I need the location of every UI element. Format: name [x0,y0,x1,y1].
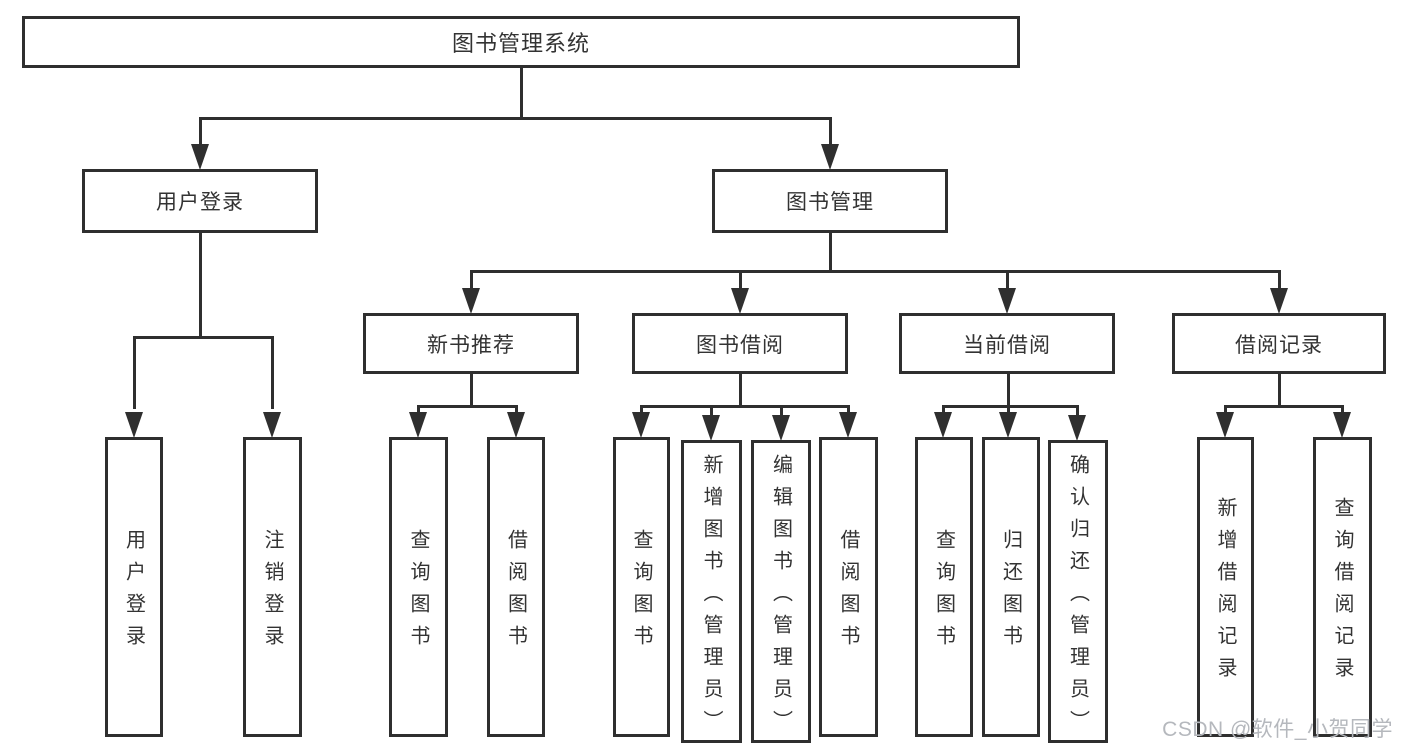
node-label: 查询图书 [407,529,429,657]
connector-line [416,404,518,408]
node-book-borrowing: 图书借阅 [632,313,848,374]
leaf-records-add-borrow-record: 新增借阅记录 [1197,437,1254,737]
connector-line [738,271,742,289]
node-label: 查询图书 [630,529,652,657]
arrow-down-icon [1068,415,1086,441]
arrow-down-icon [702,415,720,441]
connector-line [1005,271,1009,289]
connector-line [941,404,1079,408]
connector-line [779,406,783,415]
node-label: 借阅记录 [1235,333,1323,357]
connector-line [1340,406,1344,413]
leaf-borrowing-edit-books-admin: 编辑图书（管理员） [751,440,811,743]
arrow-down-icon [934,412,952,438]
connector-line [270,337,274,409]
connector-line [198,116,832,120]
node-label: 新增图书（管理员） [700,453,722,742]
connector-line [198,233,202,338]
node-label: 借阅图书 [504,529,527,657]
connector-line [469,374,473,407]
arrow-down-icon [999,412,1017,438]
connector-line [738,374,742,407]
watermark-text: CSDN @软件_小贺同学 [1162,718,1393,741]
leaf-logout: 注销登录 [243,437,302,737]
leaf-current-confirm-return-admin: 确认归还（管理员） [1048,440,1108,743]
node-label: 归还图书 [999,529,1022,657]
node-label: 新书推荐 [427,333,515,357]
connector-line [416,406,420,413]
connector-line [132,335,274,339]
connector-line [1006,374,1010,407]
node-label: 查询借阅记录 [1331,497,1353,689]
arrow-down-icon [125,412,143,438]
connector-line [1075,406,1079,415]
leaf-current-return-books: 归还图书 [982,437,1040,737]
connector-line [828,233,832,272]
arrow-down-icon [1333,412,1351,438]
node-label: 用户登录 [122,529,145,657]
connector-line [941,406,945,413]
connector-line [519,68,523,119]
arrow-down-icon [462,288,480,314]
connector-line [514,406,518,413]
node-label: 确认归还（管理员） [1066,453,1089,742]
arrow-down-icon [632,412,650,438]
connector-line [1277,374,1281,407]
leaf-borrowing-add-books-admin: 新增图书（管理员） [681,440,742,743]
connector-line [469,269,1281,273]
arrow-down-icon [263,412,281,438]
arrow-down-icon [507,412,525,438]
arrow-down-icon [839,412,857,438]
leaf-newbook-query-books: 查询图书 [389,437,448,737]
connector-line [1277,271,1281,289]
connector-line [639,406,643,413]
node-label: 编辑图书（管理员） [769,453,792,742]
connector-line [1223,404,1344,408]
node-current-borrowing: 当前借阅 [899,313,1115,374]
node-label: 图书管理系统 [451,31,590,56]
connector-line [132,337,136,409]
arrow-down-icon [191,144,209,170]
node-label: 图书借阅 [696,333,784,357]
connector-line [1006,406,1010,413]
connector-line [198,118,202,145]
leaf-borrowing-query-books: 查询图书 [613,437,670,737]
arrow-down-icon [1216,412,1234,438]
node-label: 借阅图书 [837,529,859,657]
leaf-borrowing-borrow-books: 借阅图书 [819,437,878,737]
arrow-down-icon [821,144,839,170]
node-label: 查询图书 [932,529,955,657]
node-user-login: 用户登录 [82,169,318,233]
arrow-down-icon [731,288,749,314]
arrow-down-icon [998,288,1016,314]
connector-line [639,404,850,408]
leaf-records-query-borrow-record: 查询借阅记录 [1313,437,1372,737]
connector-line [469,271,473,289]
leaf-user-login: 用户登录 [105,437,163,737]
node-borrowing-records: 借阅记录 [1172,313,1386,374]
node-label: 用户登录 [156,191,244,214]
connector-line [828,118,832,145]
connector-line [846,406,850,413]
arrow-down-icon [409,412,427,438]
arrow-down-icon [1270,288,1288,314]
node-label: 当前借阅 [963,333,1051,357]
connector-line [1223,406,1227,413]
leaf-newbook-borrow-books: 借阅图书 [487,437,545,737]
node-label: 图书管理 [786,191,874,214]
node-label: 新增借阅记录 [1214,497,1236,689]
arrow-down-icon [772,415,790,441]
node-label: 注销登录 [261,529,283,657]
node-new-book-recommend: 新书推荐 [363,313,579,374]
leaf-current-query-books: 查询图书 [915,437,973,737]
node-root-library-system: 图书管理系统 [22,16,1020,68]
node-book-management: 图书管理 [712,169,948,233]
connector-line [709,406,713,415]
